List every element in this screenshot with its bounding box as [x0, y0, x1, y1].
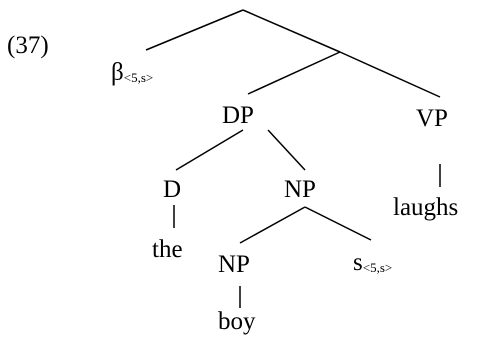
- node-s-trace: s<5,s>: [353, 249, 392, 276]
- node-beta: β<5,s>: [111, 59, 153, 86]
- edge-dp-to-np: [267, 129, 306, 171]
- node-beta-subscript: <5,s>: [124, 70, 153, 85]
- edge-root-right: [242, 9, 341, 53]
- node-np-upper: NP: [284, 176, 316, 203]
- node-np-lower: NP: [218, 251, 250, 278]
- node-laughs: laughs: [393, 194, 458, 221]
- node-dp: DP: [222, 102, 254, 129]
- edge-dp-to-d: [175, 129, 244, 171]
- node-boy: boy: [218, 308, 256, 335]
- node-s-label: s: [353, 249, 363, 276]
- example-number: (37): [7, 32, 49, 59]
- node-beta-label: β: [111, 59, 124, 86]
- node-the: the: [152, 236, 183, 263]
- tree-edges: [145, 9, 441, 308]
- node-d: D: [163, 176, 181, 203]
- edge-node-to-dp: [247, 51, 341, 95]
- node-vp: VP: [416, 105, 448, 132]
- node-s-subscript: <5,s>: [363, 260, 392, 275]
- edge-np-to-s: [304, 206, 372, 241]
- edge-node-to-vp: [339, 51, 441, 98]
- edge-root-left: [145, 9, 244, 51]
- edge-np-to-np: [239, 206, 306, 244]
